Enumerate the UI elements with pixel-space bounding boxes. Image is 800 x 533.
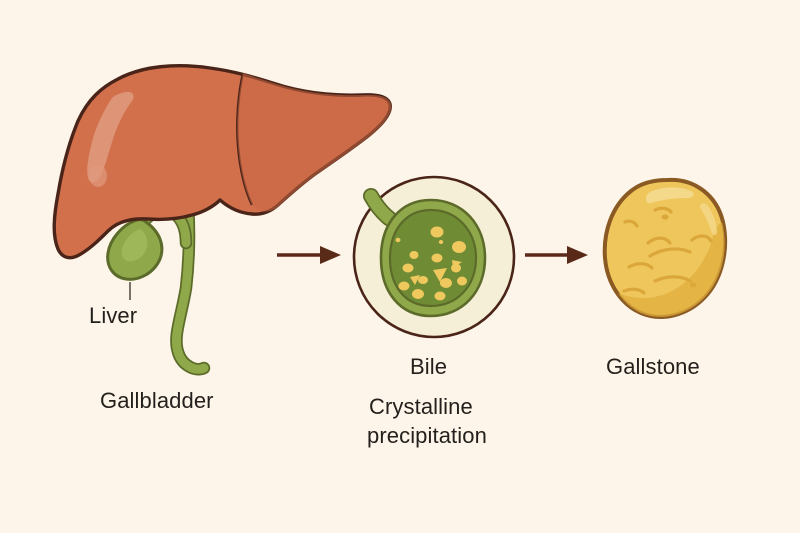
gallstone-texture [622,206,713,295]
label-precipitation: precipitation [367,423,487,448]
label-liver: Liver [89,303,138,328]
gallstone-group [602,177,728,319]
label-bile: Bile [410,354,448,379]
arrow-bile-to-gallstone-icon [525,246,588,264]
bile-circle-group [352,175,516,339]
bile-crystals [395,226,467,301]
liver-organ [52,64,392,260]
gallbladder-organ [106,218,164,281]
label-gallbladder: Gallbladder [100,388,214,413]
liver-gallbladder-group [52,64,392,376]
label-gallstone: Gallstone [606,354,700,379]
label-crystalline: Crystalline [369,394,473,419]
arrow-liver-to-bile-icon [277,246,341,264]
